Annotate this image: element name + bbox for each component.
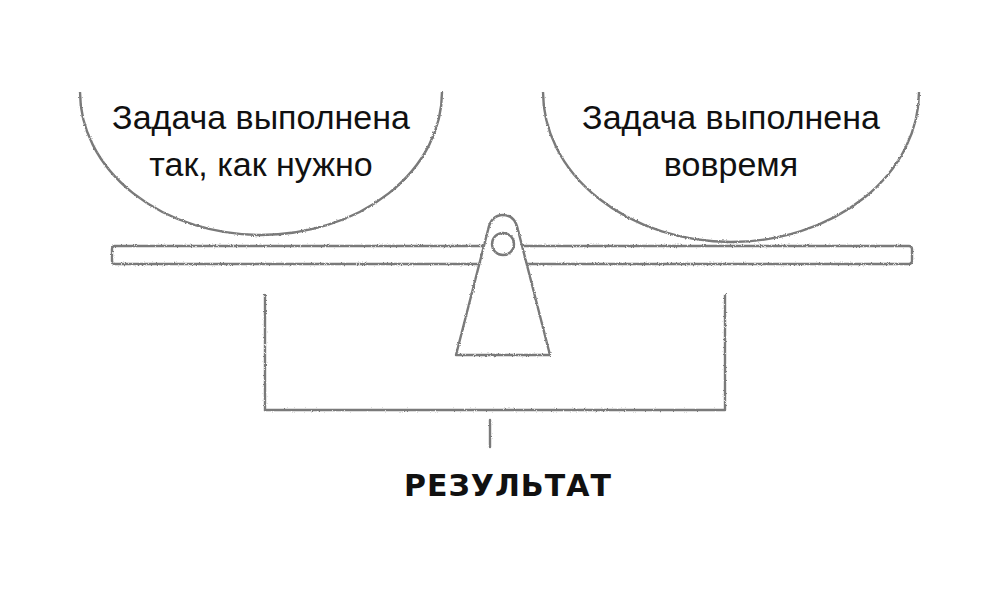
pan-text: Задача выполнена так, как нужно xyxy=(100,92,422,188)
scale-pan: Задача выполнена так, как нужно xyxy=(80,92,442,235)
result-label: РЕЗУЛЬТАТ xyxy=(404,468,612,503)
pan-arc xyxy=(543,92,919,242)
result-stem xyxy=(489,420,491,447)
result-bracket xyxy=(265,295,725,410)
pan-text: Задача выполнена вовремя xyxy=(563,92,899,188)
pan-arc xyxy=(80,92,442,235)
fulcrum-pivot xyxy=(492,233,514,255)
scale-pan: Задача выполнена вовремя xyxy=(543,92,919,242)
scale-fulcrum xyxy=(456,215,550,355)
